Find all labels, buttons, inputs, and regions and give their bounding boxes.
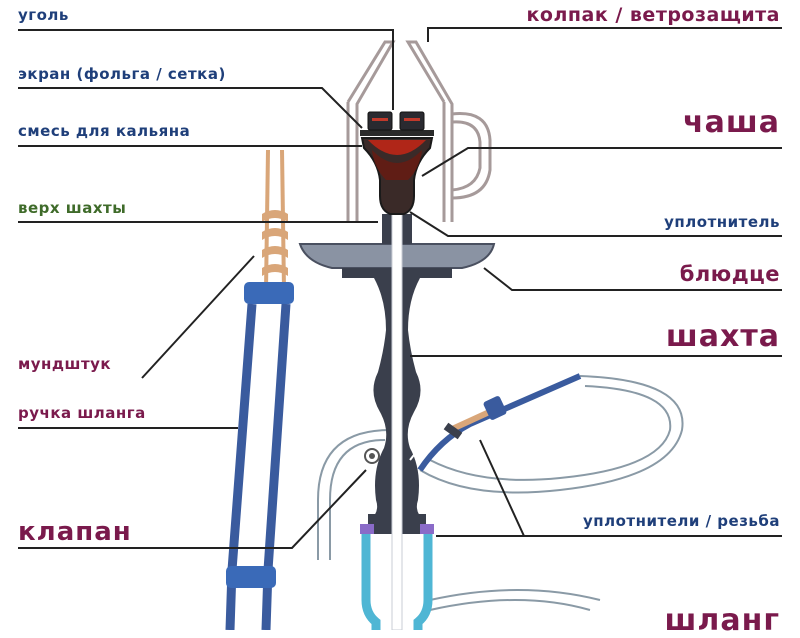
label-hose-handle: ручка шланга	[18, 404, 146, 422]
label-valve: клапан	[18, 517, 132, 547]
label-coal: уголь	[18, 6, 69, 24]
label-screen: экран (фольга / сетка)	[18, 65, 226, 83]
hose-right	[409, 373, 582, 472]
hose-loops	[317, 375, 684, 611]
label-bowl: чаша	[683, 105, 780, 140]
stem-tube	[391, 183, 403, 630]
label-seal: уплотнитель	[664, 213, 780, 231]
bowl	[360, 137, 434, 215]
base-seals	[360, 524, 434, 534]
label-mouthpiece: мундштук	[18, 355, 112, 373]
label-plate: блюдце	[679, 262, 780, 286]
label-cap: колпак / ветрозащита	[526, 4, 780, 26]
label-stem-top: верх шахты	[18, 199, 127, 217]
mouthpiece	[262, 149, 288, 291]
label-stem: шахта	[665, 319, 780, 354]
coal-pieces	[367, 111, 425, 131]
base	[361, 530, 433, 630]
valve	[364, 448, 380, 464]
label-hose: шланг	[664, 603, 780, 638]
label-mix: смесь для кальяна	[18, 122, 191, 140]
label-seals-thread: уплотнители / резьба	[583, 512, 780, 530]
leader-lines	[18, 27, 782, 549]
screen-foil	[360, 130, 434, 136]
hose-handle	[225, 282, 294, 630]
wind-cover	[346, 40, 492, 222]
